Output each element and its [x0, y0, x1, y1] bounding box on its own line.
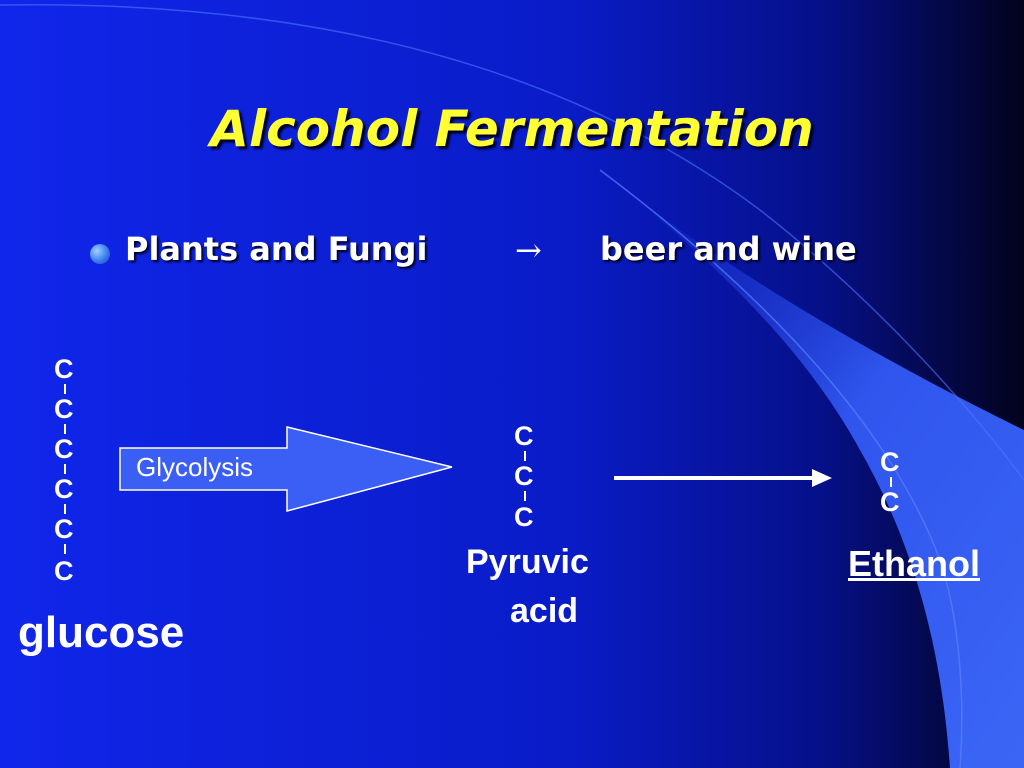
bullet-dot-icon	[90, 244, 110, 264]
glycolysis-label: Glycolysis	[136, 452, 254, 482]
decorative-curve-line-2	[599, 169, 963, 768]
glucose-carbon: C	[54, 394, 74, 424]
pyruvic-carbon: C	[514, 421, 534, 451]
glucose-carbon: C	[54, 474, 74, 504]
ethanol-bond	[890, 477, 892, 487]
glucose-carbon: C	[54, 434, 74, 464]
glucose-bond	[64, 544, 66, 554]
glucose-label: glucose	[18, 608, 185, 657]
right-arrow-icon: →	[515, 231, 542, 269]
ethanol-carbon: C	[880, 487, 900, 517]
glucose-bond	[64, 384, 66, 394]
glucose-carbon: C	[54, 514, 74, 544]
glucose-bond	[64, 424, 66, 434]
decorative-curve	[600, 170, 1024, 768]
slide-title: Alcohol Fermentation	[210, 100, 814, 158]
pyruvic-label-line1: Pyruvic	[466, 543, 589, 581]
glycolysis-arrow-shape	[119, 426, 453, 512]
pyruvic-bond	[524, 451, 526, 461]
pyruvic-bond	[524, 491, 526, 501]
glucose-carbon: C	[54, 556, 74, 586]
ethanol-carbon: C	[880, 447, 900, 477]
pyruvic-carbon: C	[514, 461, 534, 491]
bullet-left-text: Plants and Fungi	[125, 230, 428, 268]
glucose-bond	[64, 464, 66, 474]
glucose-carbon: C	[54, 354, 74, 384]
pyruvic-label-line2: acid	[510, 592, 579, 630]
reaction-arrowhead	[812, 469, 832, 487]
ethanol-label: Ethanol	[848, 543, 980, 584]
pyruvic-carbon: C	[514, 502, 534, 532]
glucose-bond	[64, 504, 66, 514]
bullet-right-text: beer and wine	[600, 230, 857, 268]
decorative-curve-line	[0, 3, 1024, 481]
